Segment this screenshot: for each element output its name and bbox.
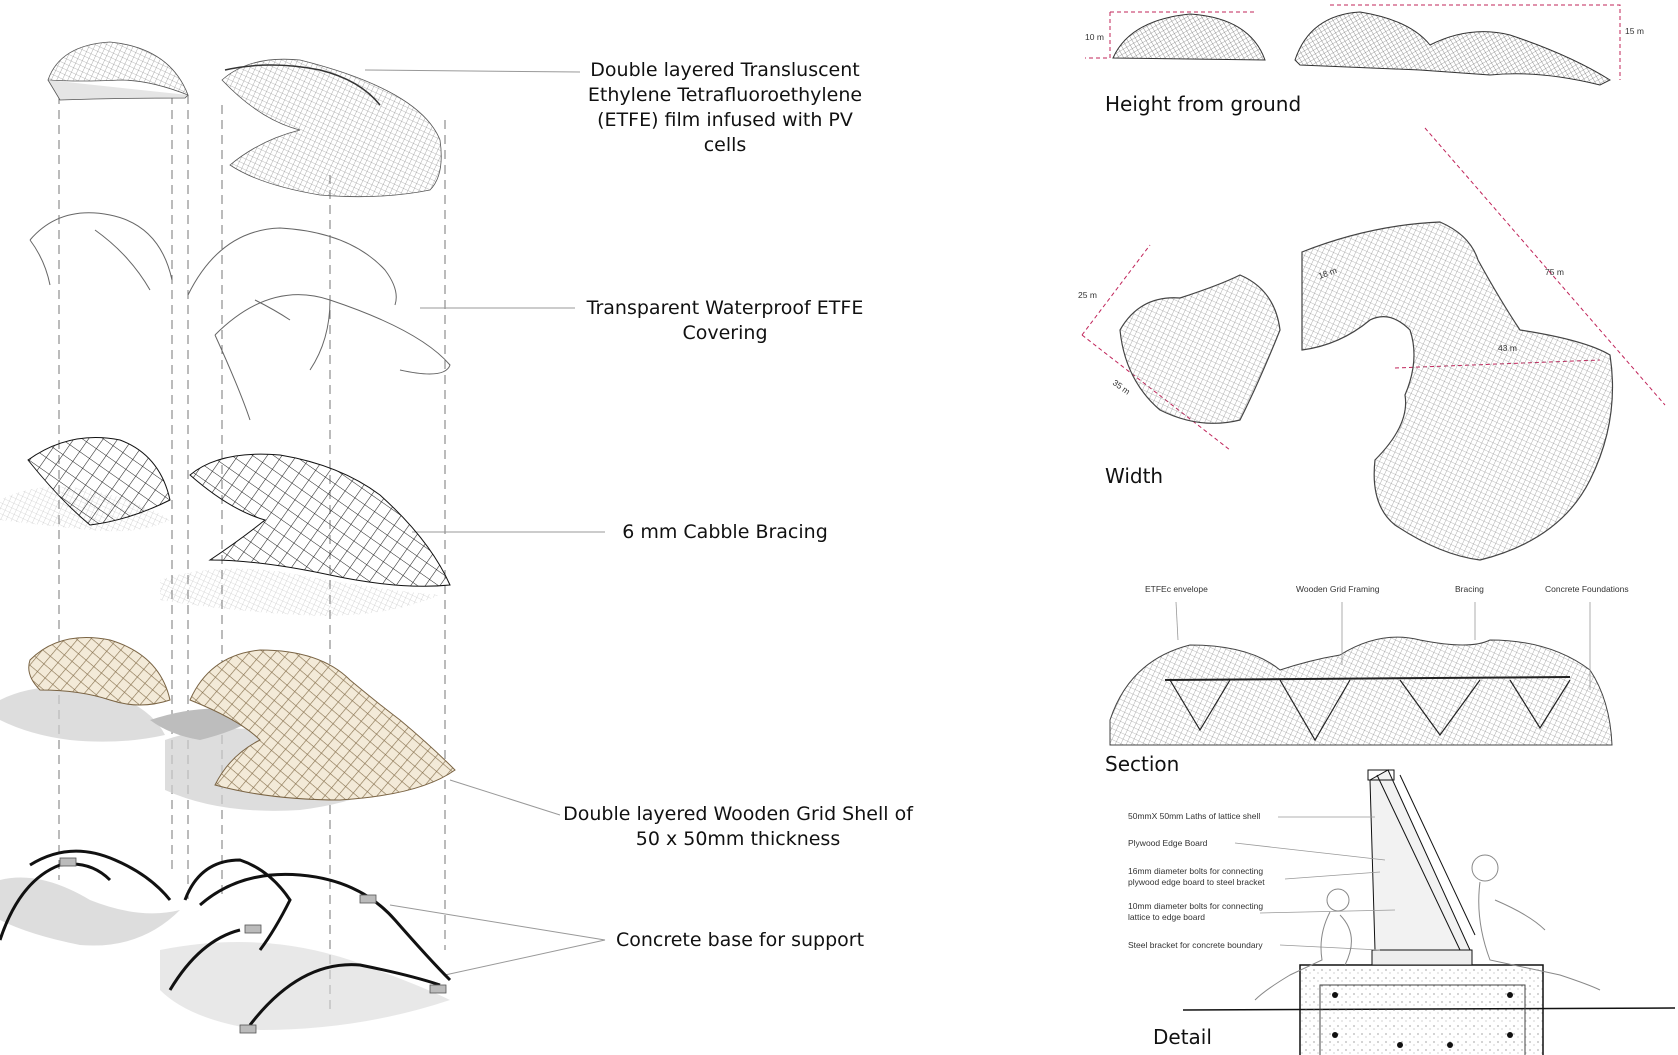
detail-drawing <box>1182 769 1676 1055</box>
etfe-pv-layer <box>47 41 442 198</box>
dim-width-a: 25 m <box>1078 290 1097 300</box>
heading-section: Section <box>1105 752 1180 776</box>
heading-height: Height from ground <box>1105 92 1302 116</box>
label-cable-bracing: 6 mm Cabble Bracing <box>622 521 828 543</box>
concrete-base-layer <box>0 849 452 1034</box>
section-label-concrete: Concrete Foundations <box>1545 584 1629 594</box>
heading-detail: Detail <box>1153 1025 1212 1049</box>
detail-label-16mm-bolts: 16mm diameter bolts for connecting plywo… <box>1128 866 1265 887</box>
detail-label-10mm-bolts: 10mm diameter bolts for connecting latti… <box>1128 901 1264 922</box>
section-label-etfe: ETFEc envelope <box>1145 584 1208 594</box>
width-plan <box>1081 127 1666 561</box>
detail-label-steel-bracket: Steel bracket for concrete boundary <box>1128 940 1263 950</box>
detail-label-plywood: Plywood Edge Board <box>1128 838 1208 848</box>
dim-height-left: 10 m <box>1085 32 1104 42</box>
label-concrete-base: Concrete base for support <box>615 929 865 951</box>
dim-height-right: 15 m <box>1625 26 1644 36</box>
etfe-cover-layer <box>29 212 451 421</box>
dim-width-d: 75 m <box>1545 267 1564 277</box>
section-label-wooden: Wooden Grid Framing <box>1296 584 1380 594</box>
section-drawing <box>1109 601 1613 746</box>
heading-width: Width <box>1105 464 1164 488</box>
detail-label-laths: 50mmX 50mm Laths of lattice shell <box>1128 811 1261 821</box>
explode-leaders <box>364 69 606 976</box>
label-etfe-pv-film: Double layered Transluscent Ethylene Tet… <box>587 59 863 156</box>
section-label-bracing: Bracing <box>1455 584 1484 594</box>
height-elevation <box>1085 4 1621 86</box>
cable-bracing-layer <box>0 437 451 616</box>
label-etfe-covering: Transparent Waterproof ETFE Covering <box>586 297 864 344</box>
label-wooden-grid-shell: Double layered Wooden Grid Shell of 50 x… <box>563 803 913 850</box>
dim-width-e: 43 m <box>1498 343 1517 353</box>
wooden-grid-layer <box>0 637 456 811</box>
